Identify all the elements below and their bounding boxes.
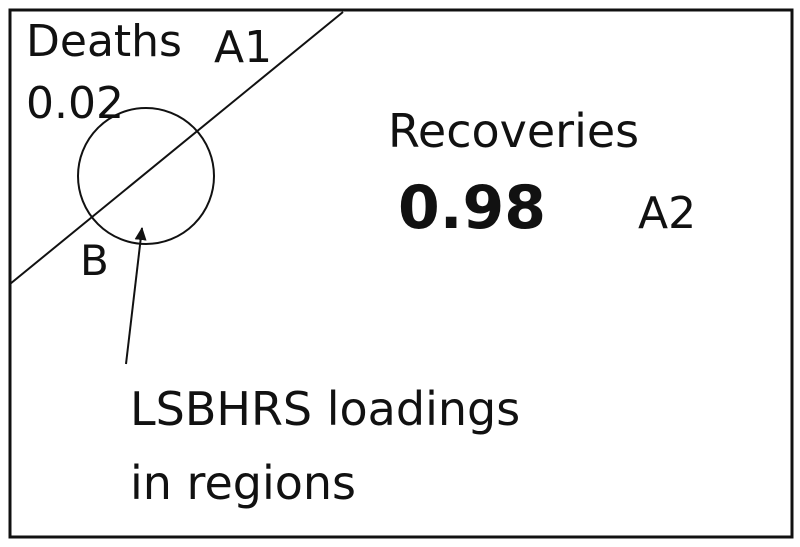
annotation-arrow bbox=[125, 227, 147, 365]
region-a2-label: A2 bbox=[638, 188, 697, 239]
region-a1-label: A1 bbox=[214, 22, 273, 73]
recoveries-label: Recoveries bbox=[388, 104, 640, 158]
deaths-label: Deaths bbox=[26, 16, 182, 67]
annotation-line-2: in regions bbox=[130, 456, 357, 510]
recoveries-value: 0.98 bbox=[398, 173, 547, 243]
region-b-label: B bbox=[80, 236, 109, 285]
diagonal-divider bbox=[9, 11, 344, 285]
outer-frame bbox=[8, 8, 794, 539]
annotation-line-1: LSBHRS loadings bbox=[130, 382, 521, 436]
deaths-value: 0.02 bbox=[26, 78, 124, 129]
region-b-circle bbox=[77, 107, 215, 245]
